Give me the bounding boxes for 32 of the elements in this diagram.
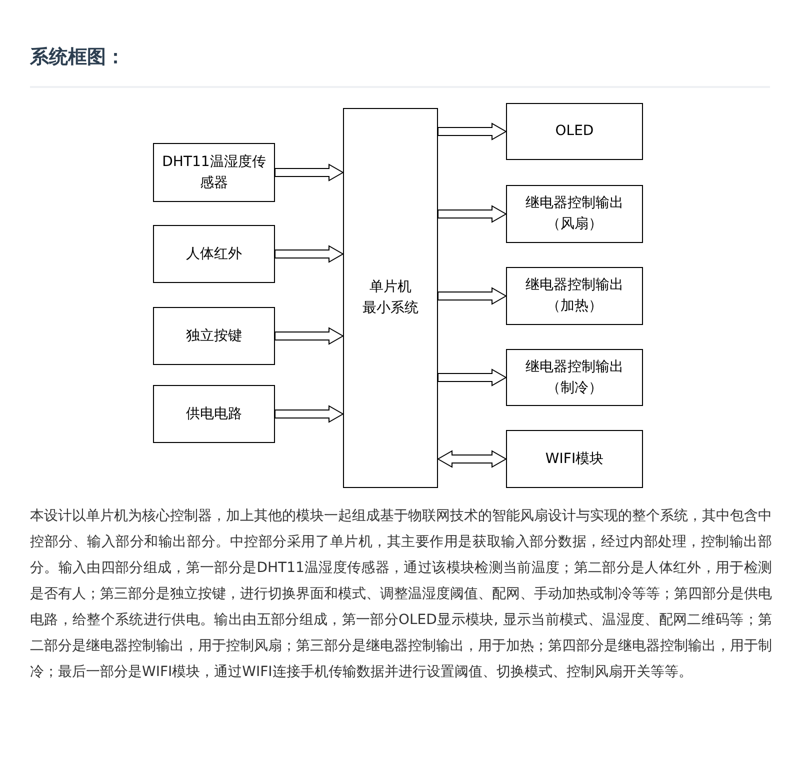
- module-box: [506, 185, 643, 243]
- box-label: 独立按键: [186, 326, 242, 346]
- module-box: [506, 267, 643, 325]
- module-box: [153, 225, 275, 283]
- module-box: [153, 143, 275, 202]
- module-box: [153, 385, 275, 443]
- box-label: 最小系统: [362, 299, 418, 318]
- block-arrow: [438, 122, 507, 140]
- box-label: 人体红外: [186, 244, 242, 264]
- block-arrow: [437, 450, 507, 468]
- box-label: 继电器控制输出（制冷）: [524, 358, 624, 398]
- box-label: 继电器控制输出（风扇）: [524, 194, 624, 234]
- box-label: 继电器控制输出（加热）: [524, 276, 624, 316]
- module-box: [506, 349, 643, 406]
- heading: 系统框图：: [30, 45, 125, 70]
- box-label: 供电电路: [186, 404, 242, 424]
- block-arrow: [274, 164, 344, 182]
- block-arrow: [274, 327, 344, 345]
- block-arrow: [438, 368, 507, 386]
- box-label: WIFI模块: [545, 450, 604, 468]
- box-label: DHT11温湿度传感器: [161, 152, 267, 192]
- module-box: [153, 307, 275, 365]
- block-arrow: [274, 405, 344, 423]
- module-box: [506, 430, 643, 488]
- module-box: [506, 103, 643, 160]
- block-arrow: [438, 287, 507, 305]
- module-box: [343, 108, 438, 488]
- description-paragraph: 本设计以单片机为核心控制器，加上其他的模块一起组成基于物联网技术的智能风扇设计与实现的整个系统，其中包含中控部分、输入部分和输出部分。中控部分采用了单片机，其主要作用是获取输入部分数据，经过内部处理，控制输出部分。输入由四部分组成，第一部分是DHT11温湿度传感器，通过该模块检测当前温度；第二部分是人体红外，用于检测是否有人；第三部分是独立按键，进行切换界面和模式、调整温湿度阈值、配网、手动加热或制冷等等；第四部分是供电电路，给整个系统进行供电。输出由五部分组成，第一部分OLED显示模块, 显示当前模式、温湿度、配网二维码等；第二部分是继电器控制输出，用于控制风扇；第三部分是继电器控制输出，用于加热；第四部分是继电器控制输出，用于制冷；最后一部分是WIFI模块，通过WIFI连接手机传输数据并进行设置阈值、切换模式、控制风扇开关等等。: [30, 507, 772, 682]
- box-label: OLED: [555, 122, 594, 141]
- block-arrow: [438, 205, 507, 223]
- box-label: 单片机: [370, 278, 412, 297]
- block-arrow: [274, 245, 344, 263]
